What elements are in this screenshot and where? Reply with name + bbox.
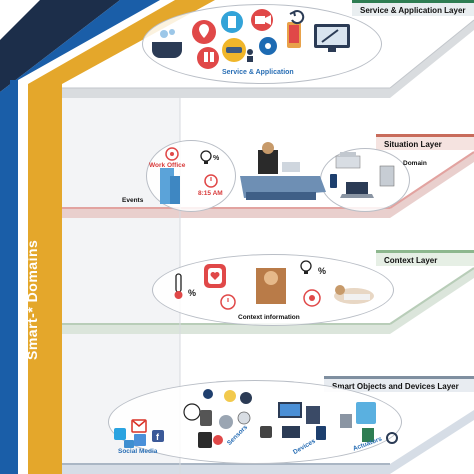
- context-layer-tab: Context Layer: [376, 250, 474, 266]
- sleeping-person-icon: [334, 285, 374, 304]
- facebook-icon: f: [152, 430, 164, 442]
- camera-icon: [251, 9, 273, 31]
- context-floor: [62, 268, 474, 334]
- objects-floor: [62, 410, 474, 474]
- objects-layer-tab: Smart Objects and Devices Layer: [324, 376, 474, 392]
- service-layer-title: Service & Application Layer: [360, 6, 466, 15]
- gear-icon: [259, 37, 277, 55]
- refresh-icon: [289, 10, 305, 25]
- work-pin-icon: [165, 147, 179, 161]
- service-caption: Service & Application: [222, 69, 294, 76]
- service-icons: [152, 9, 350, 69]
- heart-watch-icon: [204, 264, 226, 288]
- building-icon: [160, 168, 180, 204]
- laptop-icon: [340, 182, 374, 198]
- situation-layer-tab: Situation Layer: [376, 134, 474, 150]
- context-lightbulb-icon: [300, 260, 312, 274]
- car-icon: [222, 38, 246, 62]
- svg-text:%: %: [213, 155, 220, 162]
- social-media-label: Social Media: [118, 448, 158, 455]
- gold-vertical: [28, 84, 62, 474]
- events-label: Events: [122, 197, 144, 204]
- svg-text:%: %: [188, 288, 196, 298]
- time-label: 8:15 AM: [198, 190, 223, 197]
- smartphone-icon: [330, 174, 337, 188]
- thermometer-icon: [174, 273, 183, 299]
- svg-text:%: %: [318, 266, 326, 276]
- calendar-icon: [134, 434, 146, 446]
- context-layer-title: Context Layer: [384, 256, 438, 265]
- alarm-clock-icon: [204, 174, 218, 188]
- situation-floor: [62, 152, 474, 218]
- drink-icon: [197, 47, 219, 69]
- objects-ellipse: [108, 380, 402, 464]
- map-pin-icon: [192, 20, 216, 44]
- bathtub-icon: [152, 29, 182, 58]
- monitor-tools-icon: [314, 24, 350, 52]
- camera-app-icon: [124, 440, 134, 448]
- twitter-icon: [114, 428, 126, 440]
- sensors-cluster: [183, 389, 252, 448]
- domain-label: Domain: [403, 160, 427, 167]
- devices-cluster: [260, 402, 326, 440]
- phone-icon: [287, 22, 301, 48]
- office-worker-icon: [240, 142, 326, 200]
- context-info-label: Context information: [238, 314, 300, 321]
- printer-icon: [335, 152, 361, 169]
- people-icon: [247, 49, 253, 62]
- blue-vertical: [10, 80, 18, 474]
- gmail-icon: [131, 419, 147, 433]
- lightbulb-icon: [200, 150, 212, 164]
- service-floor: [62, 20, 474, 98]
- actuators-cluster: [340, 402, 398, 444]
- svg-text:f: f: [156, 432, 160, 442]
- service-layer-tab: Service & Application Layer: [352, 0, 474, 16]
- health-icon: [221, 11, 243, 33]
- white-strip: [18, 80, 28, 474]
- person-icon: [256, 268, 286, 304]
- server-icon: [379, 165, 395, 187]
- work-office-label: Work Office: [149, 162, 186, 169]
- context-pin-icon: [303, 289, 321, 307]
- objects-layer-title: Smart Objects and Devices Layer: [332, 382, 459, 391]
- situation-layer-title: Situation Layer: [384, 140, 442, 149]
- stopwatch-icon: [220, 294, 236, 310]
